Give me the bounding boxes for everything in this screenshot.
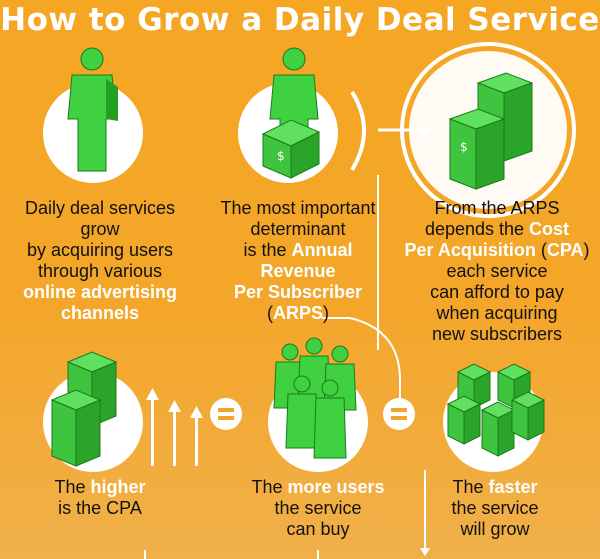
up-arrow-icon — [146, 388, 203, 466]
svg-text:$: $ — [277, 149, 285, 163]
step1-text: Daily deal services grow by acquiring us… — [22, 198, 178, 323]
page-title: How to Grow a Daily Deal Service — [0, 2, 600, 38]
equals-icon — [383, 398, 415, 430]
step3-text: From the ARPS depends the Cost Per Acqui… — [404, 198, 590, 344]
step2-text: The most important determinant is the An… — [220, 198, 376, 323]
svg-text:$: $ — [460, 140, 468, 154]
green-person-icon — [67, 47, 118, 172]
step6-text: The faster the service will grow — [451, 477, 539, 539]
equals-icon — [210, 398, 242, 430]
dollar-stack-icon — [446, 363, 546, 457]
step5-text: The more users the service can buy — [251, 477, 385, 539]
dollar-stack-icon — [50, 351, 118, 467]
green-person-icon — [273, 337, 357, 459]
step4-text: The higher is the CPA — [54, 477, 146, 518]
dollar-stack-icon: $ — [448, 72, 534, 190]
dollar-stack-icon: $ — [261, 119, 321, 179]
